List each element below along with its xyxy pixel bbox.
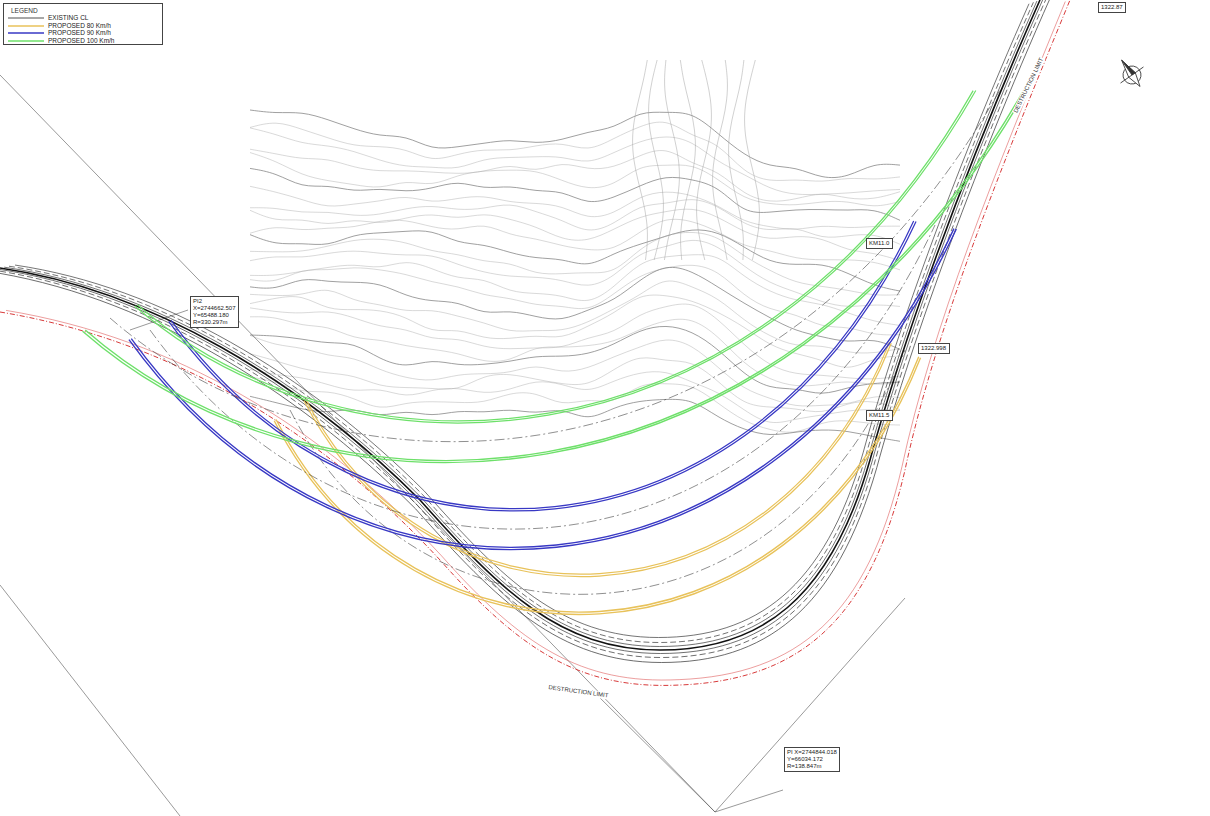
contour-line [250, 110, 900, 178]
pi-callout: PI X=2744844.018 Y=66034.172 R=138.847m [784, 747, 840, 772]
road-edge [9, 2, 1033, 642]
contour-line [649, 60, 664, 260]
legend-line-sample [8, 22, 44, 30]
level-box: 1322.998 [918, 343, 950, 354]
alignment-edge [274, 358, 920, 615]
limit-label: DESTRUCTION LIMIT [547, 684, 610, 699]
contour-line [250, 149, 900, 201]
alignment-edge [169, 221, 916, 510]
contour-line [680, 60, 695, 260]
alignment-edge [85, 89, 1024, 460]
legend-entry: EXISTING CL [4, 14, 162, 22]
alignment-edge [171, 221, 914, 509]
callout-text: KM11.5 [869, 412, 890, 419]
legend-entry: PROPOSED 100 Km/h [4, 37, 162, 45]
callout-text: PI X=2744844.018 Y=66034.172 R=138.847m [787, 749, 837, 770]
level-box: 1322.87 [1098, 2, 1126, 13]
legend-text: PROPOSED 90 Km/h [48, 29, 111, 37]
callout-text: 1322.87 [1101, 4, 1123, 11]
callout-text: KM11.0 [869, 240, 890, 247]
road-edge [0, 0, 1051, 663]
contour-line [697, 60, 712, 260]
legend-box: EXISTING CLPROPOSED 80 Km/hPROPOSED 90 K… [3, 3, 163, 45]
proposed-alignments [83, 89, 1027, 614]
contour-line [250, 304, 900, 379]
limit-label: DESTRUCTION LIMIT [1012, 56, 1045, 115]
alignment-edge [131, 229, 954, 548]
road-edge [0, 0, 1040, 650]
north-arrow [1110, 52, 1151, 94]
legend-text: EXISTING CL [48, 14, 88, 22]
contour-line [250, 377, 900, 432]
road-edge [0, 0, 1043, 654]
chainage-box: KM11.0 [866, 238, 893, 249]
legend-line-sample [8, 29, 44, 37]
alignment-edge [129, 229, 956, 550]
pi-callout: PI2 X=2744662.507 Y=65488.180 R=330.297m [190, 296, 239, 328]
contour-line [250, 295, 900, 367]
contour-line [713, 60, 728, 260]
contour-line [633, 60, 648, 260]
road-edge [15, 4, 1029, 638]
contour-line [250, 200, 900, 245]
contour-line [250, 354, 900, 412]
destruction-limit [0, 0, 1070, 685]
contour-line [250, 219, 900, 270]
contour-line [745, 60, 760, 260]
alignment-centerline [150, 225, 935, 529]
contour-line [729, 60, 744, 260]
alignment-centerline [290, 350, 905, 594]
chainage-box: KM11.5 [866, 410, 893, 421]
alignment-edge [135, 91, 976, 423]
construction-lines [0, 75, 905, 816]
contour-line [250, 267, 900, 349]
contour-line [250, 186, 900, 229]
road-edge [0, 0, 1047, 658]
legend-text: PROPOSED 80 Km/h [48, 22, 111, 30]
legend-entry: PROPOSED 90 Km/h [4, 29, 162, 37]
contour-line [250, 122, 900, 181]
legend-line-sample [8, 14, 44, 22]
alignment-edge [137, 91, 973, 421]
legend-entry: PROPOSED 80 Km/h [4, 22, 162, 30]
contour-line [250, 209, 900, 260]
alignment-centerline [110, 90, 1000, 442]
existing-road [0, 0, 1051, 663]
contour-line [250, 265, 900, 335]
road-edge [4, 1, 1037, 646]
alignment-edge [83, 89, 1027, 462]
contour-line [664, 60, 679, 260]
legend-text: PROPOSED 100 Km/h [48, 37, 114, 45]
legend-line-sample [8, 37, 44, 45]
callout-text: 1322.998 [921, 345, 947, 352]
legend-title: LEGEND [10, 7, 39, 14]
callout-text: PI2 X=2744662.507 Y=65488.180 R=330.297m [193, 298, 236, 326]
limit-line [0, 0, 1070, 685]
contour-line [250, 232, 900, 295]
